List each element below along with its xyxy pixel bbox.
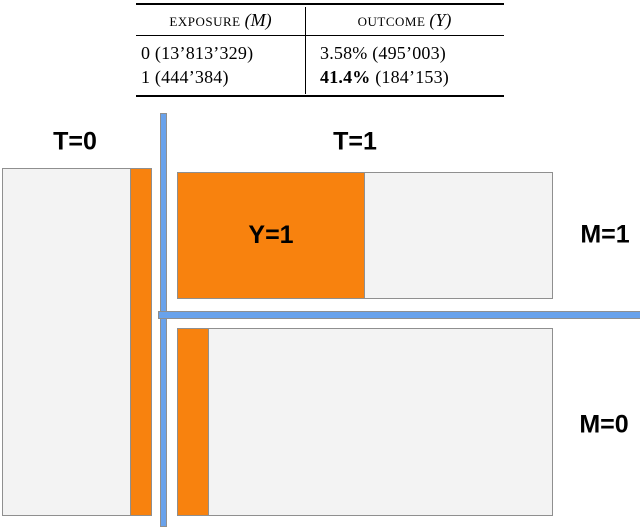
summary-table: exposure (M) outcome (Y) 0 (13’813’329) … xyxy=(136,0,504,100)
header-exposure-var: (M) xyxy=(244,10,272,30)
panel-t1-m0 xyxy=(177,328,553,516)
row2-outcome-count: (184’153) xyxy=(375,67,449,87)
panel-t1-m1: Y=1 xyxy=(177,172,553,299)
table-row: 0 (13’813’329) 3.58% (495’003) xyxy=(136,41,504,65)
table-header-row: exposure (M) outcome (Y) xyxy=(136,6,504,34)
header-exposure-label: exposure xyxy=(169,10,241,31)
vertical-divider-bar xyxy=(160,113,167,527)
header-outcome: outcome (Y) xyxy=(305,6,504,34)
y1-label: Y=1 xyxy=(248,221,294,249)
panel-t0-y1-strip xyxy=(130,169,151,515)
row1-outcome-cell: 3.58% (495’003) xyxy=(305,41,504,65)
table-row: 1 (444’384) 41.4% (184’153) xyxy=(136,65,504,89)
row2-exposure-cell: 1 (444’384) xyxy=(141,67,229,87)
header-exposure: exposure (M) xyxy=(136,6,305,34)
header-outcome-label: outcome xyxy=(357,10,426,31)
table-bottom-rule xyxy=(136,95,504,97)
m1-label: M=1 xyxy=(580,220,630,249)
row1-outcome-pct: 3.58% xyxy=(320,43,368,63)
header-outcome-var: (Y) xyxy=(429,10,452,30)
t1-label: T=1 xyxy=(333,127,377,156)
row2-outcome-pct: 41.4% xyxy=(320,67,371,87)
panel-t0 xyxy=(2,168,152,516)
panel-t1-m1-y1-block: Y=1 xyxy=(178,173,365,298)
table-top-rule xyxy=(136,3,504,5)
t0-label: T=0 xyxy=(53,127,97,156)
table-column-divider xyxy=(305,7,306,94)
row2-outcome-cell: 41.4% (184’153) xyxy=(305,65,504,89)
horizontal-divider-bar xyxy=(158,311,640,319)
m0-label: M=0 xyxy=(579,410,629,439)
row1-exposure-cell: 0 (13’813’329) xyxy=(141,43,254,63)
panel-t1-m0-y1-strip xyxy=(178,329,209,515)
row1-outcome-count: (495’003) xyxy=(372,43,446,63)
table-mid-rule xyxy=(136,35,504,36)
